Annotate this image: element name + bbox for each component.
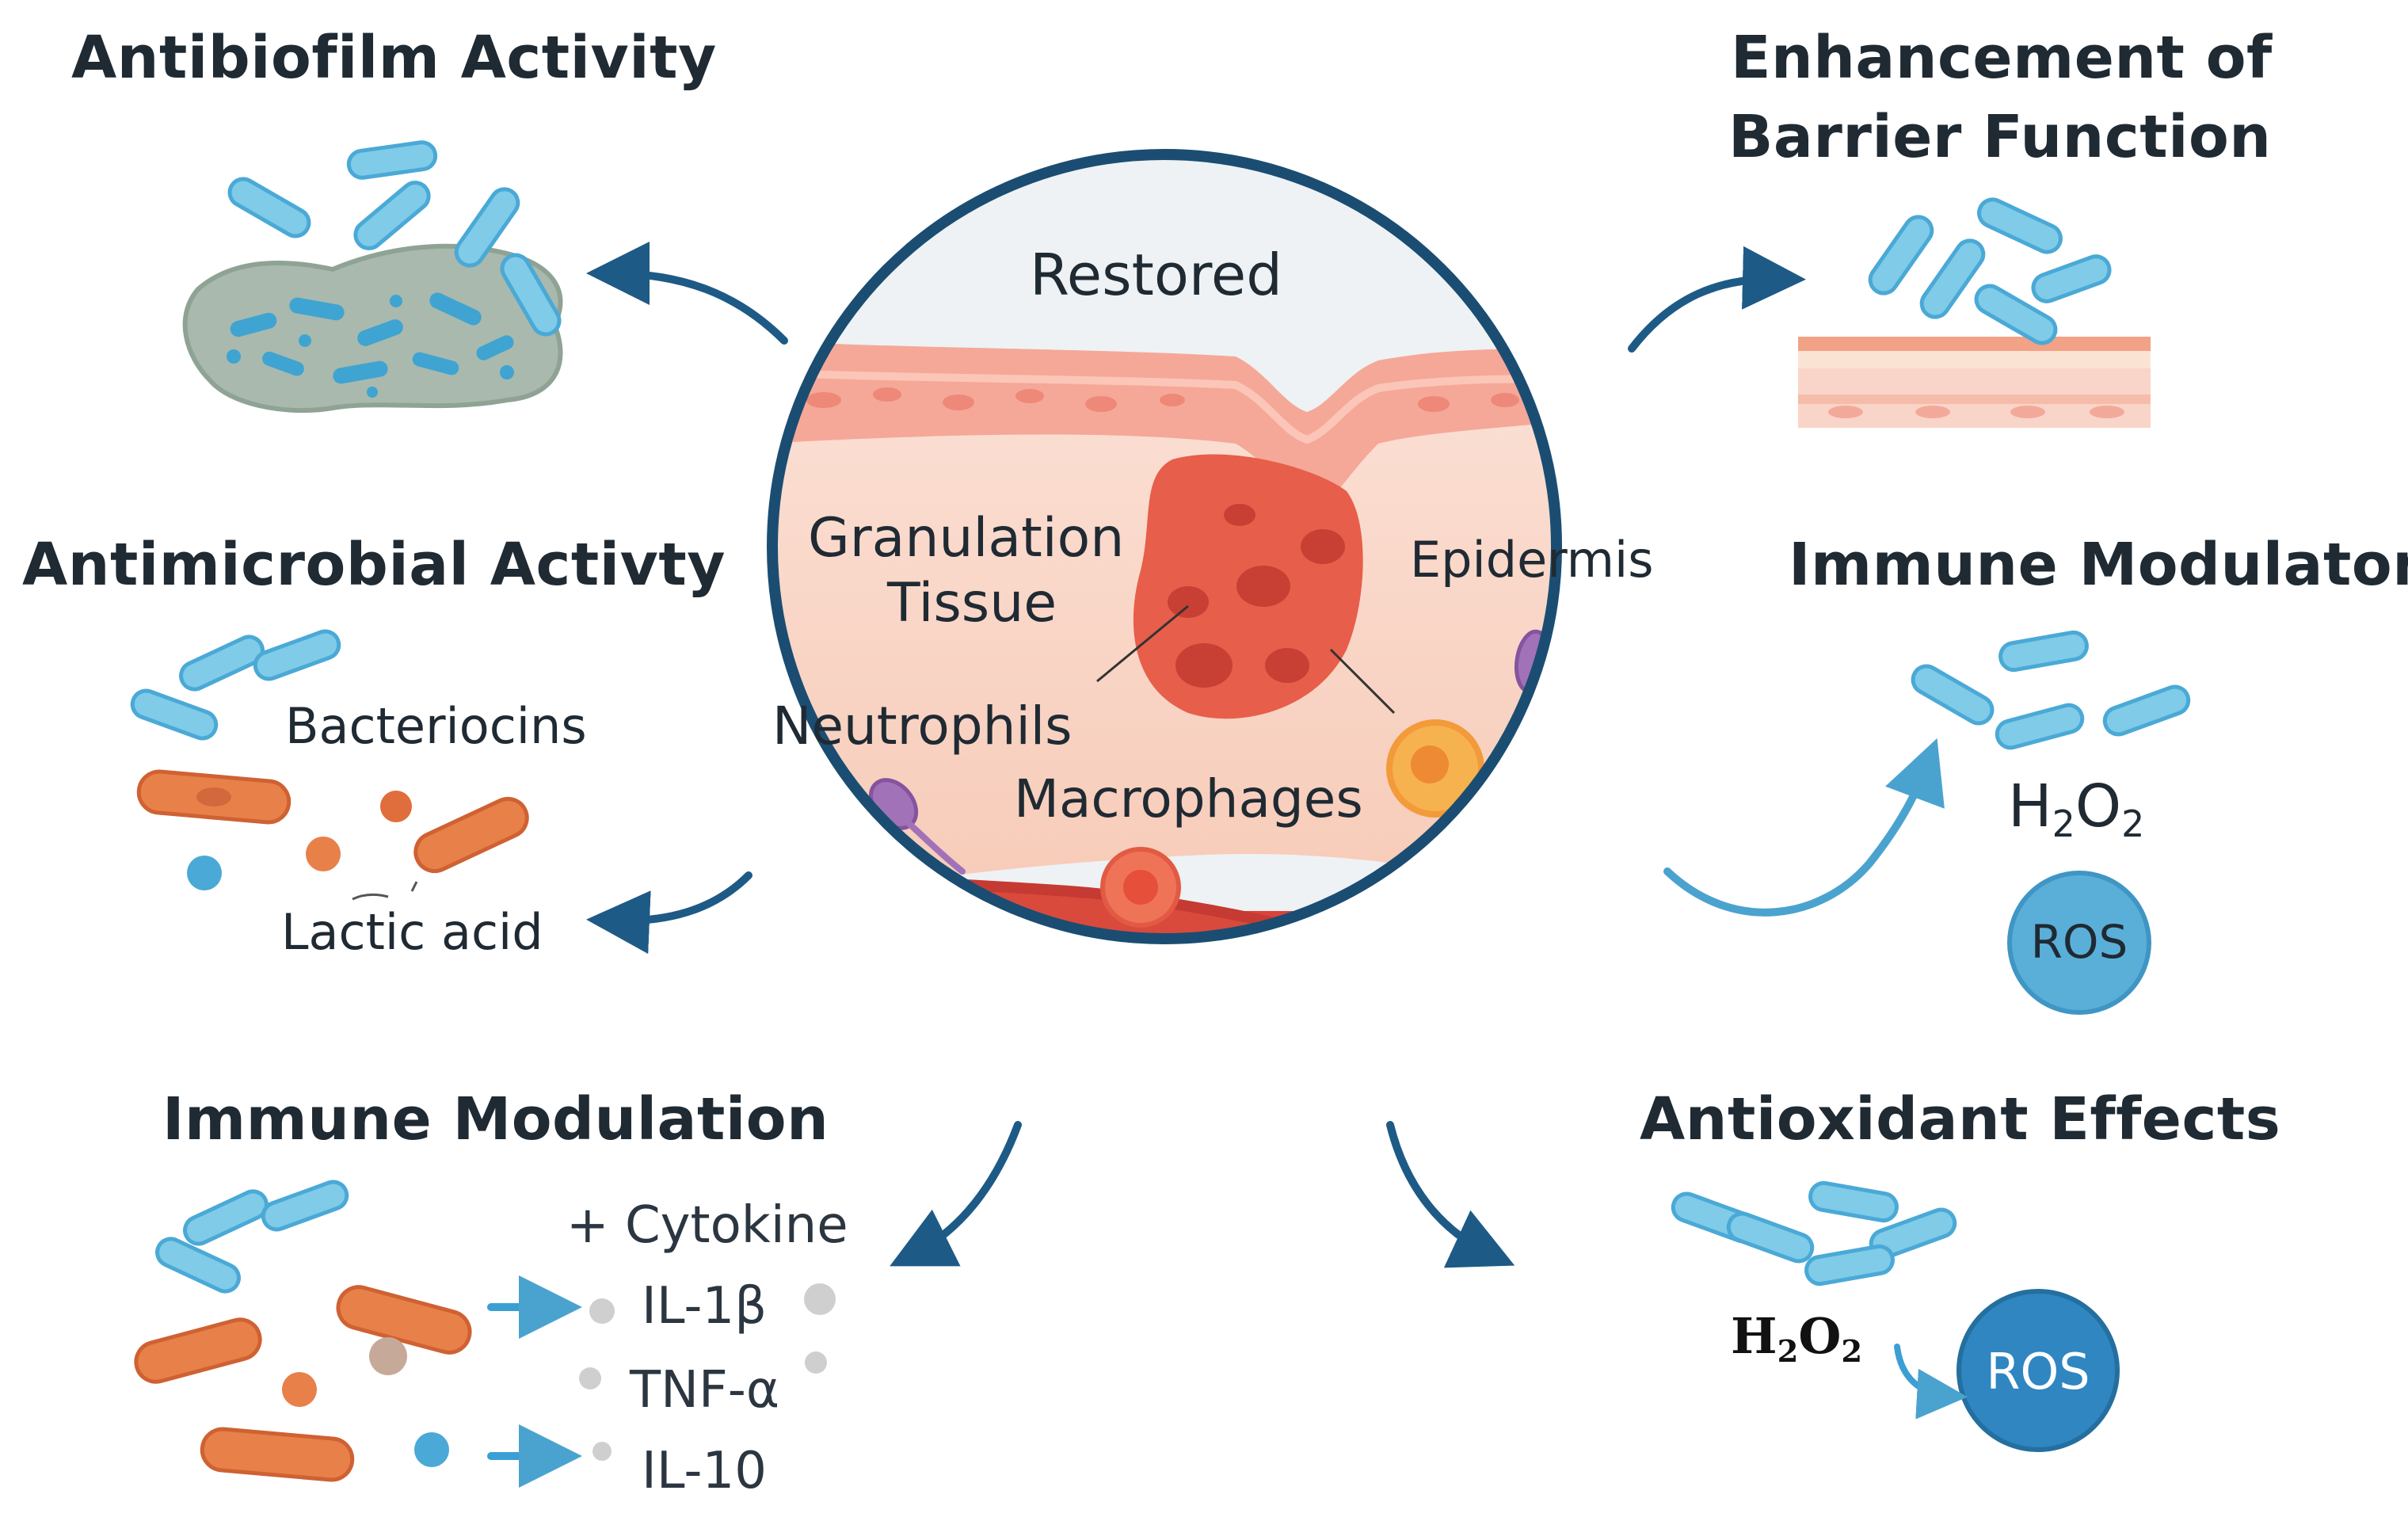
- label-h2o2-antioxidant: H2O2: [1731, 1307, 1863, 1370]
- biofilm-illustration: [182, 140, 563, 414]
- label-macrophages: Macrophages: [1014, 768, 1363, 829]
- label-restored: Restored: [1030, 242, 1282, 308]
- label-lactic-acid: Lactic acid: [281, 903, 543, 961]
- label-granulation-line2: Tissue: [887, 572, 1057, 635]
- label-h2o2-immune: H2O2: [2008, 772, 2145, 845]
- title-immune-left: Immune Modulation: [162, 1085, 829, 1153]
- immune-left-illustration: [134, 1180, 836, 1488]
- title-antimicrobial: Antimicrobial Activty: [22, 531, 726, 599]
- title-antibiofilm: Antibiofilm Activity: [71, 24, 717, 92]
- antioxidant-illustration: [1671, 1180, 2120, 1452]
- flow-arrows: [586, 242, 1806, 1268]
- label-tnfa: TNF-α: [630, 1361, 780, 1420]
- antimicrobial-illustration: [130, 629, 529, 901]
- title-barrier-line2: Barrier Function: [1728, 103, 2272, 171]
- label-ros-antioxidant: ROS: [1986, 1343, 2090, 1401]
- label-il10: IL-10: [642, 1442, 767, 1500]
- label-il1b: IL-1β: [642, 1277, 768, 1336]
- barrier-illustration: [1798, 197, 2151, 428]
- label-cytokine: + Cytokine: [566, 1196, 848, 1255]
- label-epidermis: Epidermis: [1410, 531, 1654, 589]
- label-granulation-line1: Granulation: [808, 507, 1125, 570]
- label-ros-immune: ROS: [2030, 915, 2128, 969]
- title-barrier-line1: Enhancement of: [1731, 24, 2273, 92]
- immune-right-illustration: [1911, 630, 2191, 1015]
- label-neutrophils: Neutrophils: [772, 696, 1073, 757]
- title-immune-right: Immune Modulaton: [1789, 531, 2408, 599]
- label-bacteriocins: Bacteriocins: [285, 697, 587, 755]
- title-antioxidant: Antioxidant Effects: [1640, 1085, 2281, 1153]
